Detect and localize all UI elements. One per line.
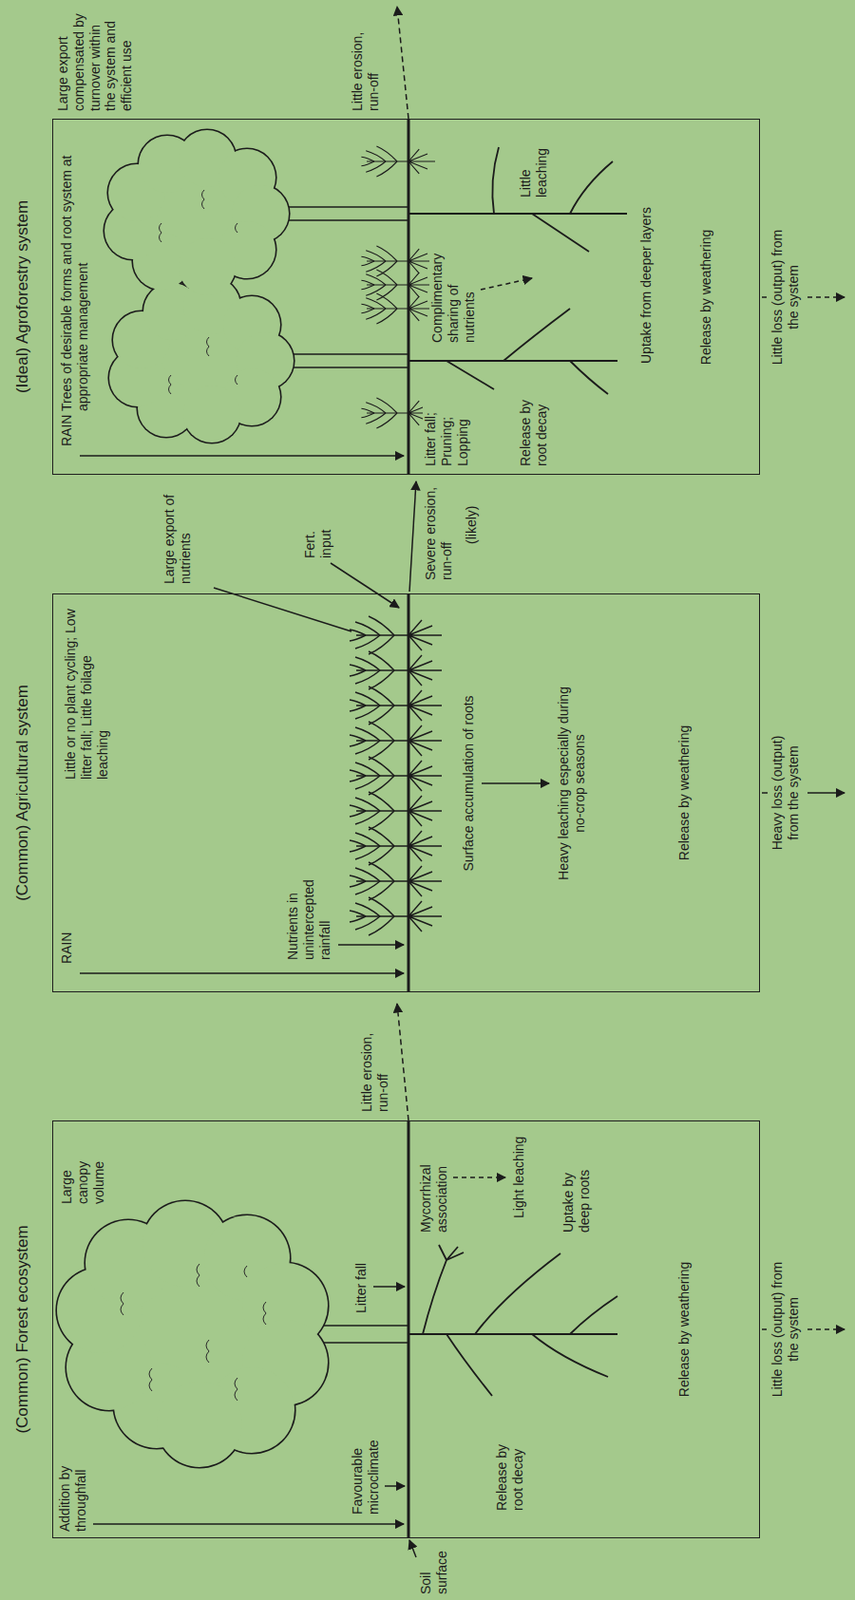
diagram-label: Large export of nutrients <box>161 483 194 587</box>
diagram-label: Little loss (output) from the system <box>769 226 802 369</box>
diagram-label: Surface accumulation of roots <box>460 679 477 889</box>
diagram-label: Little or no plant cycling; Low litter f… <box>62 601 111 782</box>
diagram-label: Heavy leaching especially during no-crop… <box>555 679 589 889</box>
diagram-label: Large export compensated by turnover wit… <box>55 6 135 114</box>
panel-box: (Common) Agricultural system <box>52 593 760 993</box>
diagram-label: Little erosion, run-off <box>359 1009 392 1115</box>
diagram-label: Trees of desirable forms and root system… <box>58 128 92 414</box>
diagram-label: Heavy loss (output) from the system <box>769 722 802 865</box>
diagram-label: Soil surface <box>418 1541 451 1597</box>
diagram-label: Severe erosion, run-off <box>422 479 456 583</box>
flow-arrows <box>79 6 845 1558</box>
diagram-label: RAIN <box>58 413 76 449</box>
diagram-label: Mycorrhizal association <box>418 1128 451 1235</box>
diagram-label: Little erosion, run-off <box>349 8 382 114</box>
diagram-label: Release by weathering <box>676 1235 693 1425</box>
diagram-label: Litter fall; Pruning; Lopping <box>422 384 471 469</box>
diagram-label: Light leaching <box>511 1135 528 1221</box>
diagram-label: Fert. input <box>302 503 335 561</box>
diagram-label: Favourable microclimate <box>349 1417 382 1518</box>
diagram-label: Nutrients in unintercepted rainfall <box>285 862 333 963</box>
diagram-label: (likely) <box>463 504 480 547</box>
diagram-label: Uptake from deeper layers <box>638 205 655 366</box>
crop-plants <box>349 616 442 936</box>
forest-tree <box>55 1199 618 1469</box>
diagram-label: Addition by throughfall <box>57 1444 90 1535</box>
diagram-label: Uptake by deep roots <box>560 1140 593 1235</box>
diagram-label: Release by weathering <box>698 202 715 393</box>
panel-title: (Common) Agricultural system <box>13 575 33 1011</box>
diagram-label: RAIN <box>58 931 76 967</box>
panel-title: (Ideal) Agroforestry system <box>13 100 33 494</box>
diagram-label: Complimentary sharing of nutrients <box>429 235 477 345</box>
diagram-label: Release by weathering <box>676 698 693 889</box>
diagram-label: Release by root decay <box>517 382 551 469</box>
panel-box: (Common) Forest ecosystem <box>52 1121 760 1539</box>
panel-title: (Common) Forest ecosystem <box>13 1102 33 1558</box>
diagram-label: Release by root decay <box>494 1418 527 1514</box>
diagram-label: Little leaching <box>517 123 551 200</box>
diagram-label: Litter fall <box>353 1261 370 1316</box>
diagram-label: Little loss (output) from the system <box>769 1258 802 1402</box>
diagram-label: Large canopy volume <box>58 1122 107 1207</box>
